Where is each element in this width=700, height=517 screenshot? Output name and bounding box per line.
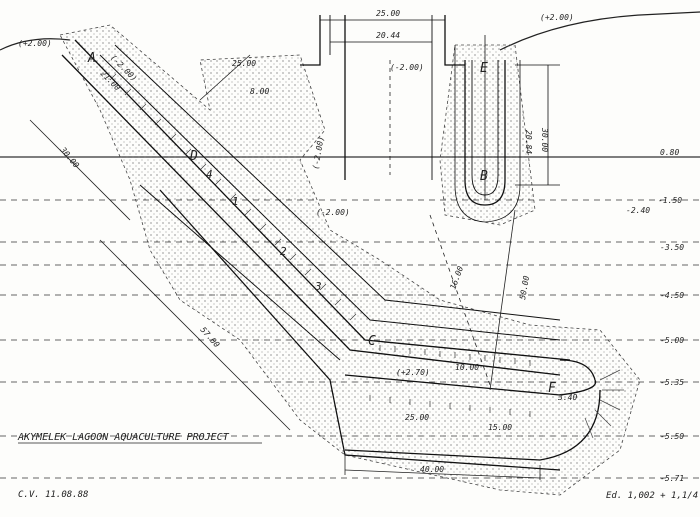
channel-edge-5 <box>114 44 561 321</box>
dim-plus2-left: (+2.00) <box>18 39 52 48</box>
channel-labels: 1 2 3 4 <box>206 168 322 293</box>
depth-label-3: -3.50 <box>660 243 684 252</box>
channel-edge-2 <box>61 54 561 376</box>
dim-line-16 <box>429 214 491 386</box>
point-f: F <box>548 381 557 396</box>
point-d: D <box>189 149 198 164</box>
point-c: C <box>368 334 376 349</box>
dim-40: 40.00 <box>420 465 444 474</box>
channel-label-2: 2 <box>280 245 287 258</box>
dim-25-diag: 25.00 <box>232 59 256 68</box>
depth-label-6: -5.35 <box>660 378 684 387</box>
scale-note: Ed. 1,002 + 1,1/4 <box>606 491 698 501</box>
drawing-title: AKYMELEK LAGOON AQUACULTURE PROJECT <box>17 432 230 443</box>
bend-radial-hatch <box>584 369 624 439</box>
dim-line-50 <box>489 209 516 391</box>
dim-8-00: 8.00 <box>250 87 269 96</box>
dim-57: 57.00 <box>199 325 222 349</box>
channel-label-3: 3 <box>314 280 322 293</box>
embankment-fill <box>59 24 641 496</box>
channel-edge-3 <box>139 184 341 361</box>
channel-edge-top <box>74 39 571 361</box>
dim-2-70: (+2.70) <box>396 368 430 377</box>
channel-label-1: 1 <box>232 195 239 208</box>
point-e: E <box>480 61 488 76</box>
dim-20-84: 20.84 <box>524 130 533 154</box>
depth-label-2: -2.40 <box>626 206 650 215</box>
channel-edge-4 <box>99 54 561 341</box>
tank-outer <box>464 60 506 206</box>
depth-label-5: -5.00 <box>660 336 684 345</box>
channel-label-4: 4 <box>206 168 213 181</box>
dim-line-40 <box>344 469 541 479</box>
tank-embankment-line <box>454 45 521 223</box>
hatch-ticks-1 <box>109 73 357 321</box>
dim-30-right: 30.00 <box>540 127 549 152</box>
dim-10: 10.00 <box>455 363 479 372</box>
dim-line-30 <box>29 119 131 221</box>
drawing-signature: C.V. 11.08.88 <box>18 490 88 500</box>
depth-label-0: 0.80 <box>660 148 679 157</box>
right-tank <box>454 35 560 223</box>
dim-15: 15.00 <box>488 423 512 432</box>
channel-hatching <box>109 73 531 417</box>
dim-16: 16.00 <box>448 265 465 291</box>
dim-line-57 <box>99 239 291 431</box>
embankment-main <box>59 24 641 496</box>
dim-plus2-right: (+2.00) <box>540 13 574 22</box>
channel-outer-bend <box>344 389 601 461</box>
intake-walls <box>300 15 465 180</box>
point-a: A <box>87 51 96 66</box>
depth-label-7: -5.50 <box>660 432 684 441</box>
dim-50: 50.00 <box>518 275 531 300</box>
dim-2-00-top: (-2.00) <box>390 63 424 72</box>
depth-label-1: -1.50 <box>658 196 682 205</box>
intake-structure <box>300 15 465 180</box>
intake-inner-walls <box>329 15 433 180</box>
point-labels: A B C D E F <box>87 51 557 396</box>
radial-ticks <box>584 369 624 439</box>
embankment-right-tank <box>439 44 536 226</box>
dim-2-00-mid2: (-2.00) <box>316 208 350 217</box>
depth-label-4: -4.50 <box>660 291 684 300</box>
channel-bend <box>344 359 597 396</box>
dim-3-40: 3.40 <box>557 393 577 402</box>
depth-labels: 0.80 -1.50 -2.40 -3.50 -4.50 -5.00 -5.35… <box>626 148 684 483</box>
dim-20-44: 20.44 <box>376 31 400 40</box>
channel-lower-edge <box>159 189 561 471</box>
dim-25-top: 25.00 <box>376 9 400 18</box>
dim-25-bottom: 25.00 <box>405 413 429 422</box>
main-channel <box>61 39 601 471</box>
hatch-ticks-2 <box>379 345 531 366</box>
point-b: B <box>480 169 488 184</box>
shoreline-right <box>499 11 700 51</box>
dimension-lines <box>29 54 541 480</box>
dim-line-25-diag <box>199 54 251 101</box>
hatch-ticks-3 <box>369 395 531 417</box>
depth-label-8: -5.71 <box>660 474 684 483</box>
